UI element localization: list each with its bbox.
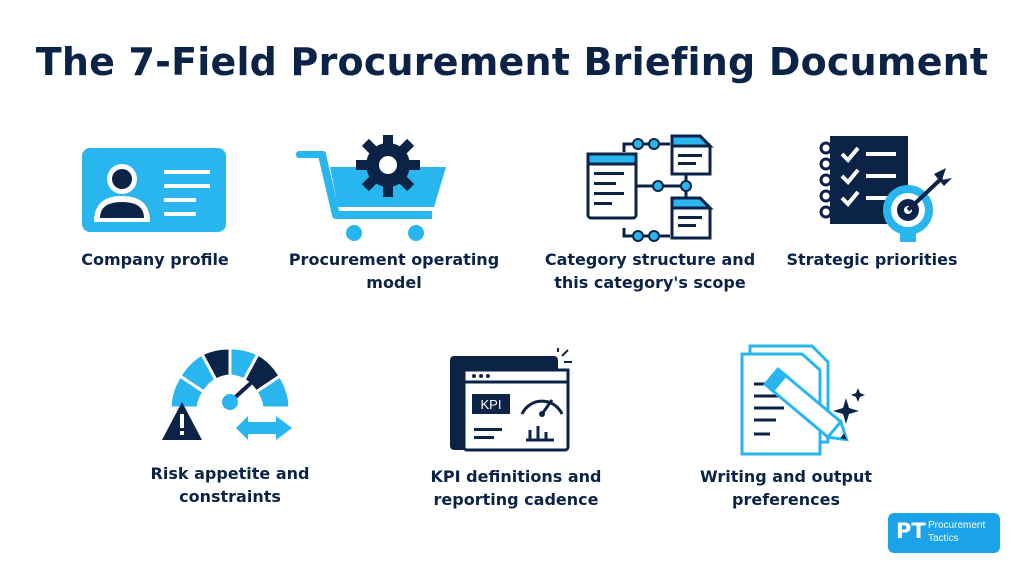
pen-document-icon (740, 344, 865, 456)
id-card-icon (82, 148, 226, 232)
logo-initials: PT (896, 519, 926, 543)
page-title: The 7-Field Procurement Briefing Documen… (35, 40, 989, 84)
field-label-kpi-definitions: KPI definitions and reporting cadence (430, 467, 602, 509)
field-label-category-structure: Category structure and this category's s… (544, 250, 756, 292)
kpi-badge: KPI (481, 397, 502, 412)
field-label-risk-appetite: Risk appetite and constraints (150, 464, 310, 506)
field-label-company-profile: Company profile (81, 250, 229, 269)
risk-gauge-icon (162, 346, 292, 440)
field-label-strategic-priorities: Strategic priorities (786, 250, 958, 269)
procurement-tactics-logo: PT Procurement Tactics (888, 513, 1000, 553)
checklist-target-icon (819, 136, 952, 242)
document-flow-icon (586, 134, 714, 242)
cart-gear-icon (296, 135, 446, 241)
field-label-writing-preferences: Writing and output preferences (699, 467, 873, 509)
field-label-operating-model: Procurement operating model (288, 250, 500, 292)
kpi-dashboard-icon: KPI (450, 348, 572, 452)
logo-text: Procurement Tactics (928, 520, 986, 544)
